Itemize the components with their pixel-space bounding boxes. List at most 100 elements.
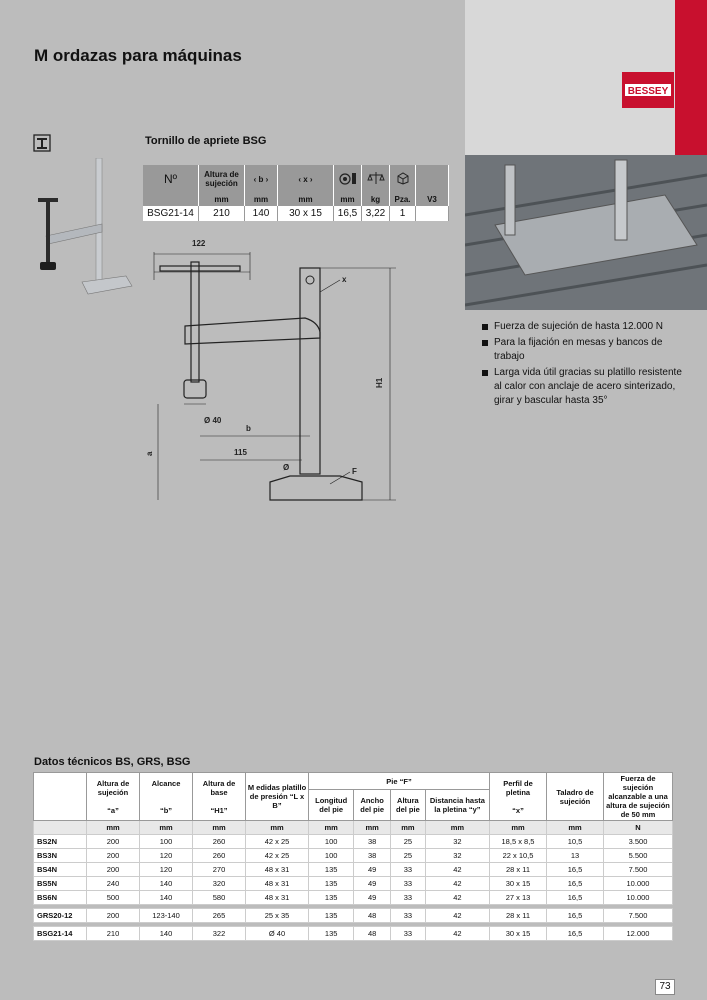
table-cell: 49 (353, 876, 391, 891)
dim-h1: H1 (375, 377, 384, 388)
table-cell: N (603, 820, 673, 835)
table-cell: mm (546, 820, 604, 835)
col-no: Nº (143, 165, 199, 193)
table-cell: 200 (86, 908, 140, 923)
table-cell: 10.000 (603, 876, 673, 891)
table-cell: 140 (139, 926, 193, 941)
table-cell: mm (389, 820, 426, 835)
cell-x: 30 x 15 (277, 206, 334, 221)
table-cell: Ø 40 (245, 926, 309, 941)
table-cell: 25 (389, 848, 426, 863)
table-cell: 5.500 (603, 848, 673, 863)
table-cell: 48 (353, 908, 391, 923)
table-cell: 12.000 (603, 926, 673, 941)
col-altura: Altura de sujeción (198, 165, 245, 193)
table-cell: 100 (139, 834, 193, 849)
table-cell: 18,5 x 8,5 (489, 834, 547, 849)
table-cell: 265 (192, 908, 246, 923)
table-cell: 42 (424, 862, 491, 877)
cell-kg: 3,22 (361, 206, 390, 221)
table-cell: BSG21-14 (33, 926, 87, 941)
table-cell: 320 (192, 876, 246, 891)
table-cell: mm (489, 820, 547, 835)
brand-red-band (675, 0, 707, 155)
table-cell: 33 (389, 862, 426, 877)
table-cell: 200 (86, 834, 140, 849)
table-cell: 38 (353, 848, 391, 863)
dim-phi: Ø (283, 463, 289, 472)
table-cell: 10.000 (603, 890, 673, 905)
table-cell: 33 (389, 876, 426, 891)
feature-item: Para la fijación en mesas y bancos de tr… (482, 336, 682, 364)
table-cell: 30 x 15 (489, 876, 547, 891)
cell-altura: 210 (198, 206, 245, 221)
col-altura-pie: Altura del pie (389, 789, 426, 821)
table-cell: 16,5 (546, 876, 604, 891)
table-cell: 16,5 (546, 862, 604, 877)
col-x: ‹ x › (277, 165, 334, 193)
dim-x: x (342, 275, 347, 284)
clamp-icon (33, 134, 51, 152)
separator-cell (33, 922, 673, 927)
table-cell: 30 x 15 (489, 926, 547, 941)
table-cell: 16,5 (546, 926, 604, 941)
unit-cell: mm (198, 193, 245, 206)
unit-cell: Pza. (389, 193, 416, 206)
table-cell: 135 (307, 876, 355, 891)
col-weight-icon (361, 165, 390, 193)
dim-b: b (246, 424, 251, 433)
cell-article: BSG21-14 (143, 206, 199, 221)
technical-drawing: 122 H1 x Ø 40 b a 115 Ø F (145, 239, 396, 501)
unit-cell: mm (244, 193, 278, 206)
table-cell: 135 (307, 926, 355, 941)
col-v3 (415, 165, 449, 193)
page-number: 73 (655, 979, 675, 995)
table-cell: 260 (192, 834, 246, 849)
table-cell: 123-140 (139, 908, 193, 923)
table-cell: 32 (424, 848, 491, 863)
table-cell: mm (192, 820, 246, 835)
table-cell: 33 (389, 908, 426, 923)
cell-b: 140 (244, 206, 278, 221)
col-taladro: Taladro de sujeción (546, 772, 604, 821)
col-pie-group: Pie “F” (308, 771, 490, 791)
table-cell: 42 (424, 876, 491, 891)
table-cell: 25 x 35 (245, 908, 309, 923)
table-cell: 135 (307, 862, 355, 877)
col-longitud: Longitud del pie (307, 789, 355, 821)
dim-115: 115 (234, 448, 247, 457)
tech-data-table: Altura de sujeción“a” Alcance“b” Altura … (33, 771, 673, 941)
table-cell: 3.500 (603, 834, 673, 849)
product-subtitle: Tornillo de apriete BSG (145, 135, 267, 147)
table-cell: 48 x 31 (245, 876, 309, 891)
row-separator (33, 904, 673, 909)
table-cell: 25 (389, 834, 426, 849)
unit-cell: mm (333, 193, 362, 206)
table-cell: 33 (389, 890, 426, 905)
table-cell: mm (245, 820, 309, 835)
table-cell: 100 (307, 834, 355, 849)
unit-cell: kg (361, 193, 390, 206)
table-cell: 10,5 (546, 834, 604, 849)
col-altura-base: Altura de base“H1” (192, 772, 246, 821)
cell-v3 (415, 206, 449, 221)
table-cell: 49 (353, 890, 391, 905)
table-cell: 48 x 31 (245, 890, 309, 905)
table-cell: mm (307, 820, 355, 835)
table-cell: 42 (424, 890, 491, 905)
table-cell: 33 (389, 926, 426, 941)
table-cell: 200 (86, 848, 140, 863)
table-cell: 210 (86, 926, 140, 941)
product-table: Nº Altura de sujeción ‹ b › ‹ x › mm mm … (143, 165, 449, 221)
table-cell: 48 x 31 (245, 862, 309, 877)
table-cell: 42 x 25 (245, 834, 309, 849)
table-cell: 270 (192, 862, 246, 877)
table-cell: 48 (353, 926, 391, 941)
table-cell: BS5N (33, 876, 87, 891)
col-ancho: Ancho del pie (353, 789, 391, 821)
table-cell: 42 x 25 (245, 848, 309, 863)
